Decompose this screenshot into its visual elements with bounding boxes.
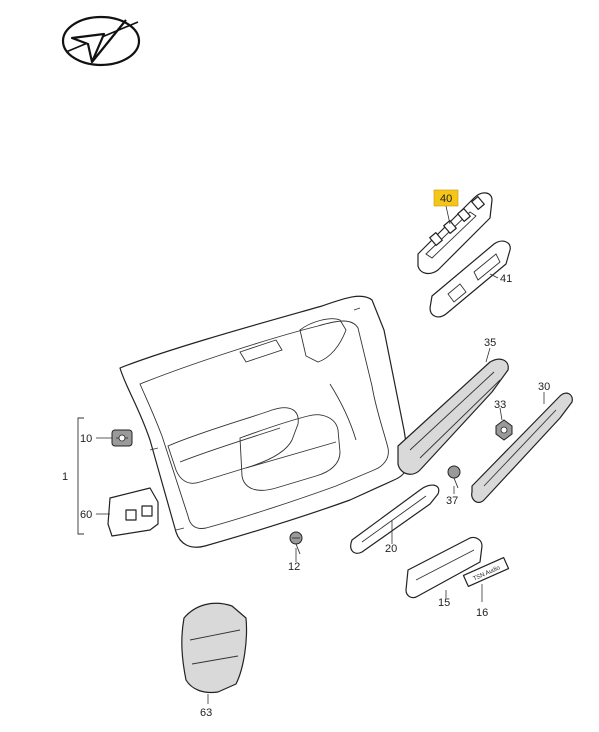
- insulation-pad: [181, 602, 248, 694]
- callout-60: 60: [80, 509, 92, 521]
- group-bracket: [77, 417, 84, 535]
- callout-10: 10: [80, 433, 92, 445]
- window-seal-strip: [471, 392, 573, 504]
- pillar-trim: [397, 358, 509, 475]
- switch-panel: [429, 240, 511, 318]
- cover-plate: [405, 536, 483, 599]
- callout-16: 16: [476, 607, 488, 619]
- nut-33: [495, 419, 513, 441]
- screw-37: [447, 465, 461, 489]
- callout-35: 35: [484, 337, 496, 349]
- door-trim-panel: [119, 295, 409, 548]
- callout-41: 41: [500, 273, 512, 285]
- window-switch-unit: [417, 192, 493, 275]
- callout-15: 15: [438, 597, 450, 609]
- callout-20: 20: [385, 543, 397, 555]
- callout-40: 40: [440, 193, 452, 205]
- navigation-checkmark-logo: [61, 15, 141, 67]
- leader-lines: [96, 205, 545, 704]
- screw-12: [289, 531, 303, 555]
- callout-37: 37: [446, 495, 458, 507]
- callout-labels: 1 10 60 12 20 15 16 30 33 35 37 40 41 63: [62, 189, 550, 719]
- clip-fastener: [111, 429, 133, 447]
- callout-1: 1: [62, 471, 68, 483]
- trim-strip: [350, 484, 440, 554]
- callout-30: 30: [538, 381, 550, 393]
- callout-63: 63: [200, 707, 212, 719]
- callout-40-highlight: [433, 189, 459, 207]
- callout-12: 12: [288, 561, 300, 573]
- callout-33: 33: [494, 399, 506, 411]
- mounting-bracket: [107, 487, 159, 537]
